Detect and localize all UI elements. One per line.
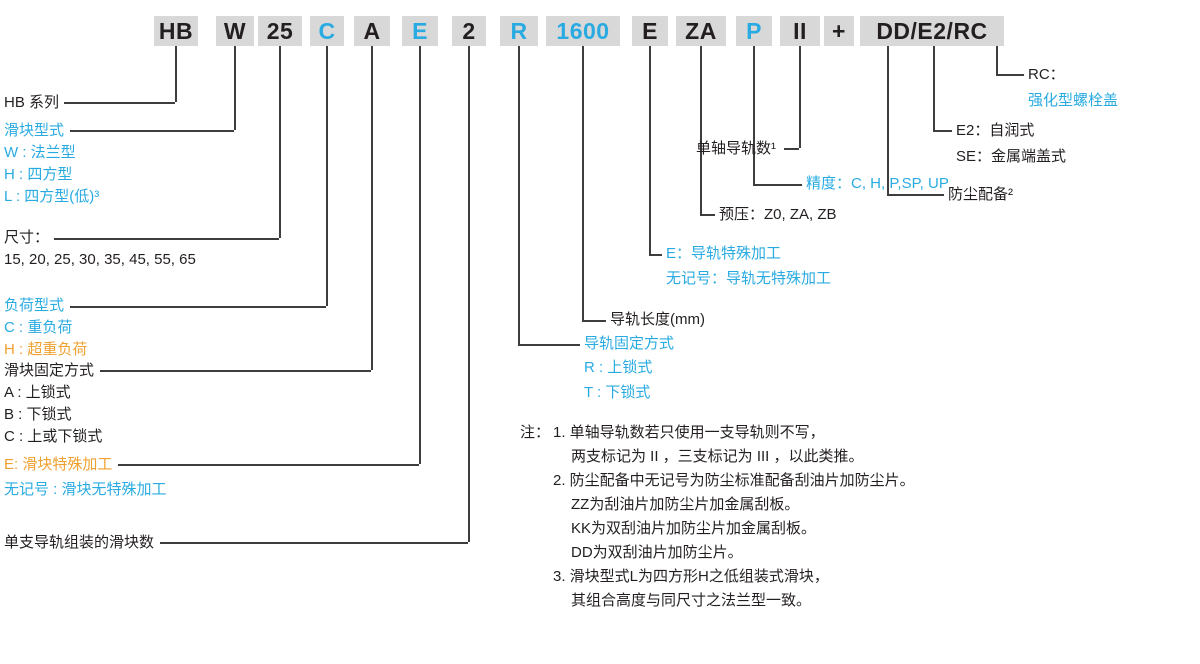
code-segment-load-type: C [310,16,344,46]
code-segment-block-mounting: A [354,16,390,46]
code-segment-rail-length: 1600 [546,16,620,46]
label-self-lubrication-title: E2：自润式 [956,122,1035,139]
label-block-type-option-2: L : 四方型(低)³ [4,188,100,205]
label-rail-length-title: 导轨长度(mm) [610,311,705,328]
label-preload-title: 预压：Z0, ZA, ZB [719,206,837,223]
connector-block-type-h [70,130,234,132]
code-segment-rail-count: II [780,16,820,46]
label-block-mounting-option-0: A : 上锁式 [4,384,71,401]
connector-rail-special-v [649,46,651,254]
note-line-3: ZZ为刮油片加防尘片加金属刮板。 [571,496,800,513]
note-line-7: 其组合高度与同尺寸之法兰型一致。 [571,592,812,609]
connector-self-lube-v [933,46,935,130]
connector-block-mounting-v [371,46,373,370]
code-segment-size: 25 [258,16,302,46]
connector-block-special-h [118,464,419,466]
connector-bolt-cover-h [996,74,1024,76]
connector-dust-h [887,194,944,196]
label-load-type-title: 负荷型式 [4,297,65,314]
connector-series-h [64,102,175,104]
label-block-type-option-1: H : 四方型 [4,166,73,183]
code-segment-accessories: DD/E2/RC [860,16,1004,46]
note-line-0: 1. 单轴导轨数若只使用一支导轨则不写， [553,424,825,441]
connector-size-h [54,238,279,240]
label-block-special-option-0: E: 滑块特殊加工 [4,456,113,473]
connector-rail-mounting-h [518,344,580,346]
label-bolt-cover-subtitle: 强化型螺栓盖 [1028,92,1119,109]
label-rail-mounting-option-1: T : 下锁式 [584,384,651,401]
connector-block-special-v [419,46,421,464]
note-line-5: DD为双刮油片加防尘片。 [571,544,743,561]
label-block-mounting-option-1: B : 下锁式 [4,406,72,423]
notes-label: 注： [520,424,551,441]
connector-rail-length-v [582,46,584,320]
connector-dust-v [887,46,889,194]
connector-series-v [175,46,177,102]
connector-load-type-v [326,46,328,306]
label-block-mounting-title: 滑块固定方式 [4,362,95,379]
label-load-type-option-1: H : 超重负荷 [4,341,88,358]
connector-rail-count-h [784,148,799,150]
label-load-type-option-0: C : 重负荷 [4,319,73,336]
connector-load-type-h [70,306,326,308]
label-rail-mounting-option-0: R : 上锁式 [584,359,653,376]
connector-self-lube-h [933,130,952,132]
label-dust-protection-title: 防尘配备² [948,186,1013,203]
connector-block-type-v [234,46,236,130]
label-block-type-title: 滑块型式 [4,122,65,139]
connector-rail-count-v [799,46,801,148]
label-size-title: 尺寸： [4,229,50,246]
label-block-special-option-1: 无记号 : 滑块无特殊加工 [4,481,167,498]
connector-bolt-cover-v [996,46,998,74]
note-line-1: 两支标记为 II ，三支标记为 III ，以此类推。 [571,448,864,465]
label-rail-mounting-title: 导轨固定方式 [584,335,675,352]
connector-rail-special-h [649,254,662,256]
label-size-option-0: 15, 20, 25, 30, 35, 45, 55, 65 [4,251,196,268]
connector-block-count-h [160,542,468,544]
code-segment-block-special: E [402,16,438,46]
note-line-2: 2. 防尘配备中无记号为防尘标准配备刮油片加防尘片。 [553,472,915,489]
code-segment-plus: + [824,16,854,46]
connector-block-count-v [468,46,470,542]
connector-preload-v [700,46,702,214]
code-segment-precision: P [736,16,772,46]
label-bolt-cover-title: RC： [1028,66,1065,83]
label-series-title: HB 系列 [4,94,60,111]
label-metal-end-cap-title: SE：金属端盖式 [956,148,1067,165]
code-segment-block-type: W [216,16,254,46]
code-segment-preload: ZA [676,16,726,46]
label-block-mounting-option-2: C : 上或下锁式 [4,428,103,445]
note-line-6: 3. 滑块型式L为四方形H之低组装式滑块， [553,568,829,585]
code-segment-block-count: 2 [452,16,486,46]
connector-precision-h [753,184,802,186]
connector-preload-h [700,214,715,216]
code-segment-rail-mounting: R [500,16,538,46]
label-precision-title: 精度：C, H, P,SP, UP [806,175,949,192]
code-segment-series: HB [154,16,198,46]
label-block-count-title: 单支导轨组装的滑块数 [4,534,155,551]
connector-size-v [279,46,281,238]
connector-precision-v [753,46,755,184]
label-rail-special-option-1: 无记号：导轨无特殊加工 [666,270,832,287]
connector-rail-length-h [582,320,606,322]
code-segment-rail-special: E [632,16,668,46]
note-line-4: KK为双刮油片加防尘片加金属刮板。 [571,520,817,537]
connector-block-mounting-h [100,370,371,372]
label-rail-count-title: 单轴导轨数¹ [696,140,776,157]
label-rail-special-option-0: E：导轨特殊加工 [666,245,782,262]
connector-rail-mounting-v [518,46,520,344]
label-block-type-option-0: W : 法兰型 [4,144,76,161]
